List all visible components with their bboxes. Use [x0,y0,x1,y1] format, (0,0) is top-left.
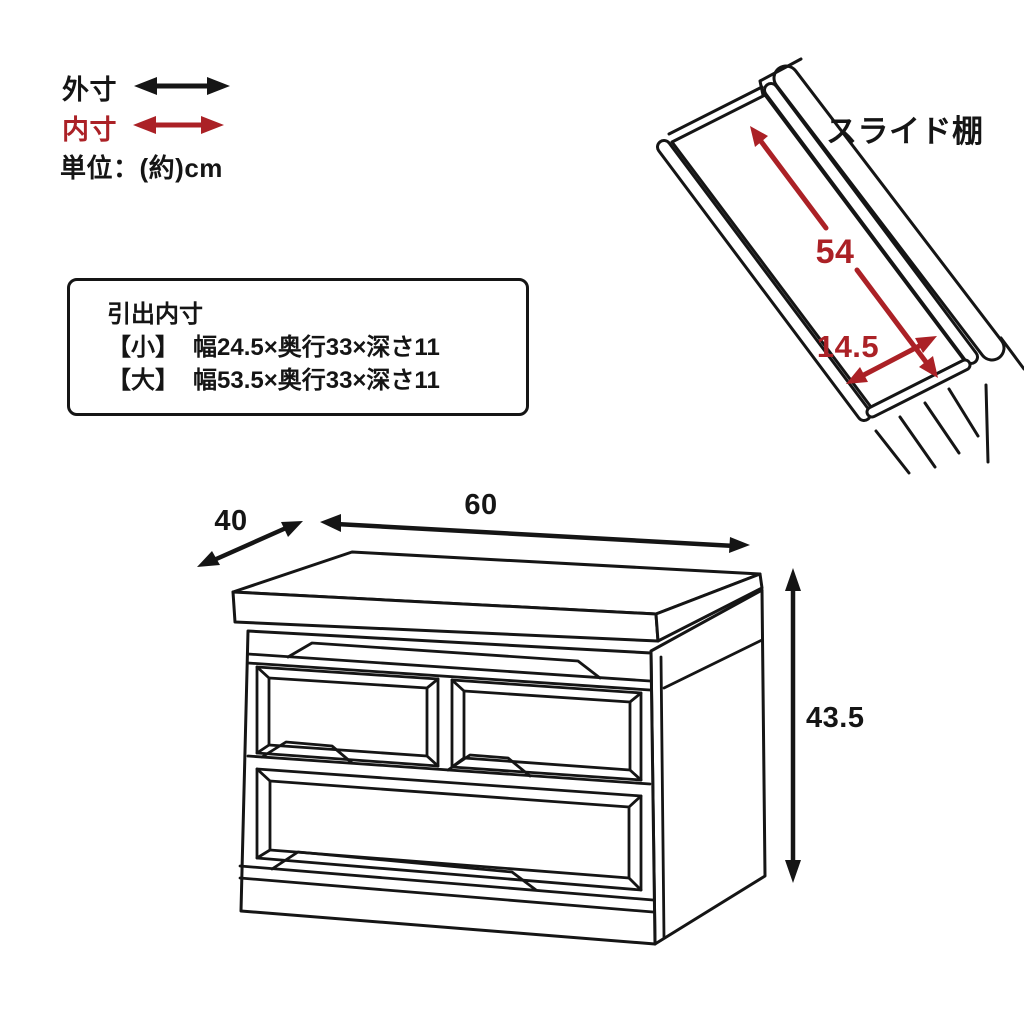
chest-height-value: 43.5 [806,702,865,734]
legend-unit-label: 単位：(約)cm [60,153,223,183]
chest-drawing [197,514,801,946]
chest-width-value: 60 [464,489,498,521]
legend-inner-label: 内寸 [62,115,117,145]
legend-outer-label: 外寸 [62,75,117,105]
slide-shelf-title: スライド棚 [826,114,984,149]
inner-dimension-arrow-icon [133,116,224,134]
shelf-depth-arrow [750,126,938,378]
shelf-width-arrow [846,336,937,384]
shelf-depth-value: 54 [815,233,855,271]
drawer-size-small: 【小】 [107,334,179,361]
drawer-spec-title: 引出内寸 [107,301,203,328]
chest-depth-arrow [197,521,303,567]
outer-dimension-arrow-icon [134,77,230,95]
drawer-dims-large: 幅53.5×奥行33×深さ11 [193,367,440,394]
chest-height-arrow [785,568,801,883]
drawer-size-large: 【大】 [107,367,179,394]
small-drawer-left [255,665,440,768]
slide-shelf-drawing [656,57,1024,475]
drawer-spec-row-small: 【小】幅24.5×奥行33×深さ11 [107,331,526,364]
drawer-spec-box: 引出内寸 【小】幅24.5×奥行33×深さ11 【大】幅53.5×奥行33×深さ… [67,278,529,416]
shelf-width-value: 14.5 [816,329,880,364]
drawer-dims-small: 幅24.5×奥行33×深さ11 [193,334,440,361]
chest-depth-value: 40 [214,505,248,537]
large-drawer [255,767,643,892]
chest-width-arrow [320,514,750,553]
drawer-spec-row-large: 【大】幅53.5×奥行33×深さ11 [107,364,526,397]
